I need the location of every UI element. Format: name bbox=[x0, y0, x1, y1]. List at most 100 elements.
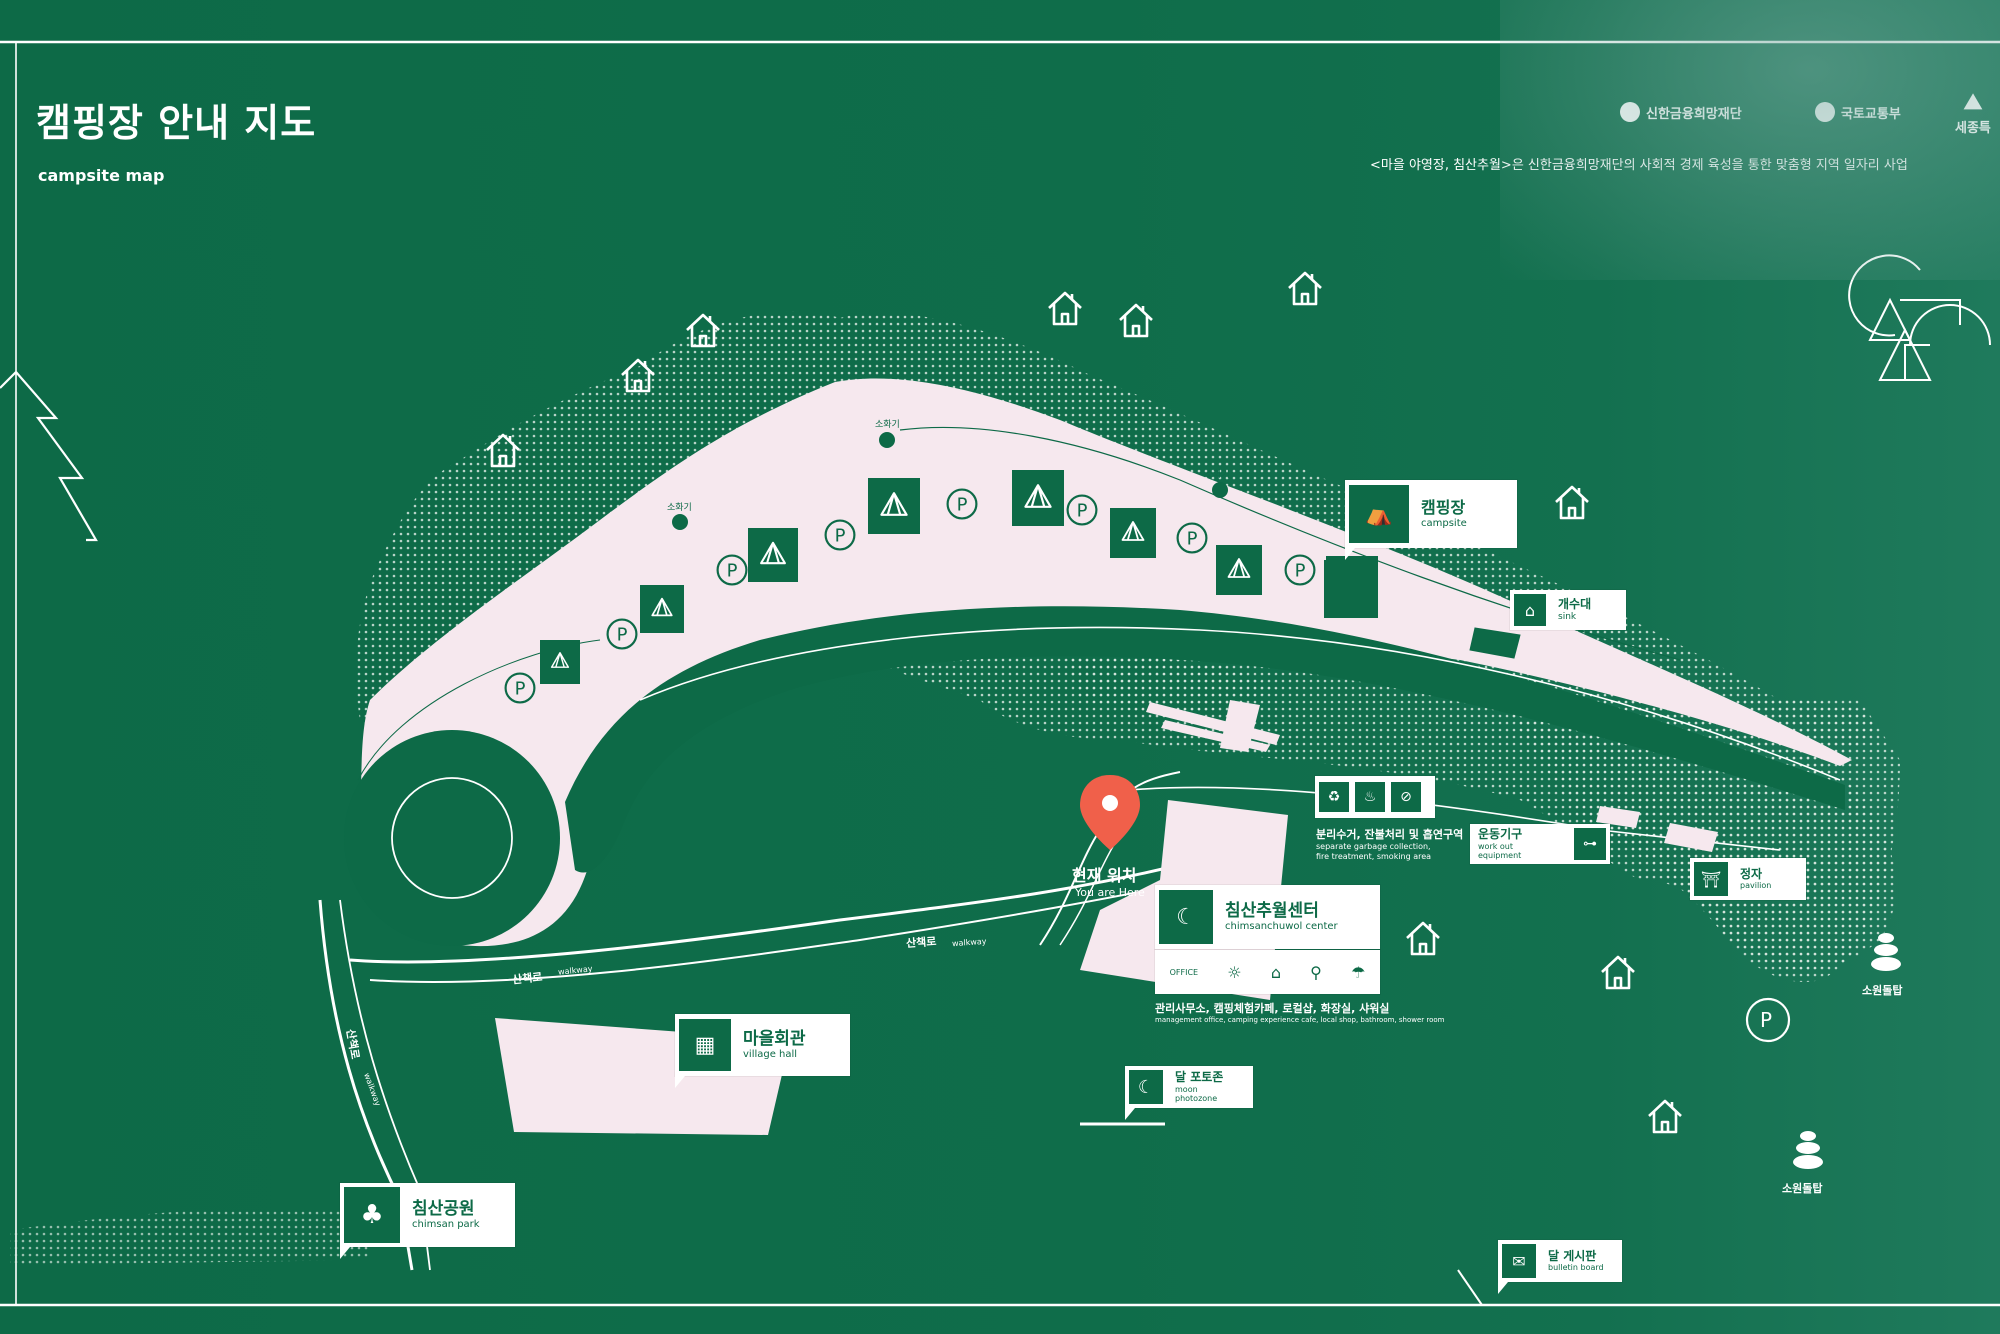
label-tail bbox=[1345, 548, 1355, 560]
center-facilities: OFFICE ☼ ⌂ ⚲ ☂ bbox=[1155, 950, 1380, 994]
restroom-icon: ⚲ bbox=[1310, 962, 1322, 982]
label-en: pavilion bbox=[1740, 881, 1772, 891]
label-en: chimsanchuwol center bbox=[1225, 921, 1338, 933]
label-ko: 침산공원 bbox=[412, 1198, 475, 1219]
tent-site bbox=[868, 478, 920, 534]
camp-road bbox=[359, 378, 1853, 947]
cafe-icon: ☼ bbox=[1227, 962, 1242, 982]
pavilion-pad bbox=[1664, 823, 1718, 852]
house-icon bbox=[1647, 1099, 1683, 1134]
tree-icon: ♣ bbox=[344, 1187, 400, 1243]
label-ko: 개수대 bbox=[1558, 597, 1592, 612]
garbage-caption-en: fire treatment, smoking area bbox=[1316, 852, 1432, 861]
stone-tower-label: 소원돌탑 bbox=[1782, 1182, 1823, 1195]
tent-site bbox=[748, 528, 798, 582]
tent-site bbox=[1110, 508, 1156, 558]
faucet-icon: ⌂ bbox=[1514, 594, 1546, 626]
parking-circle bbox=[1745, 997, 1791, 1043]
house-icon bbox=[1554, 485, 1590, 520]
label-ko: 운동기구 bbox=[1478, 827, 1523, 842]
house-icon bbox=[1287, 271, 1323, 306]
garbage-caption: 분리수거, 잔불처리 및 흡연구역 bbox=[1316, 828, 1464, 841]
speech-bubble-icon: ✉ bbox=[1502, 1244, 1536, 1278]
recycle-icon: ♻ bbox=[1319, 782, 1349, 812]
house-icon bbox=[1047, 291, 1083, 326]
walkway-label: 산책로 bbox=[511, 970, 544, 987]
tent-site bbox=[540, 640, 580, 684]
label-tail bbox=[1498, 1282, 1508, 1294]
page-title: 캠핑장 안내 지도 bbox=[36, 101, 317, 145]
mountain-icon: ⛰ bbox=[1963, 90, 1983, 115]
page-subtitle: campsite map bbox=[38, 166, 165, 185]
label-en: work out equipment bbox=[1478, 841, 1522, 861]
tent-site bbox=[1012, 470, 1064, 526]
label-en: chimsan park bbox=[412, 1219, 480, 1231]
logo-molit: 국토교통부 bbox=[1815, 102, 1901, 122]
label-garbage[interactable]: ♻ ♨ ⊘ bbox=[1315, 776, 1435, 818]
moon-icon: ☾ bbox=[1129, 1070, 1163, 1104]
logo-mark-icon bbox=[1815, 102, 1835, 122]
workout-pad bbox=[1596, 806, 1640, 828]
label-en: village hall bbox=[743, 1049, 798, 1061]
office-icon: OFFICE bbox=[1169, 967, 1199, 977]
label-tail bbox=[675, 1076, 685, 1088]
house-icon bbox=[1118, 303, 1154, 338]
tent-sites bbox=[504, 470, 1378, 704]
label-ko: 정자 bbox=[1740, 867, 1763, 881]
label-en: moon photozone bbox=[1175, 1084, 1218, 1104]
shop-icon: ⌂ bbox=[1270, 962, 1281, 982]
center-caption: 관리사무소, 캠핑체험카페, 로컬샵, 화장실, 샤워실 bbox=[1155, 1002, 1390, 1015]
tent-site bbox=[1216, 545, 1262, 595]
label-en: sink bbox=[1558, 611, 1577, 622]
fire-extinguisher-markers bbox=[672, 432, 1228, 530]
walkway-line bbox=[339, 899, 431, 1271]
decor-line-art bbox=[1848, 254, 1991, 381]
tent-site bbox=[1326, 556, 1378, 608]
path-line bbox=[1457, 1269, 1483, 1306]
logo-mark-icon bbox=[1620, 102, 1640, 122]
tent-site bbox=[640, 585, 684, 633]
garbage-caption-en: separate garbage collection, bbox=[1316, 842, 1431, 851]
you-are-here-label-en: You are Here bbox=[1075, 886, 1145, 899]
moon-house-icon: ☾ bbox=[1159, 890, 1213, 944]
building-icon: ▦ bbox=[679, 1019, 731, 1071]
label-ko: 달 게시판 bbox=[1548, 1249, 1597, 1263]
house-icon bbox=[1405, 921, 1441, 956]
walkway-label: 산책로 bbox=[905, 934, 937, 951]
fire-extinguisher-label: 소화기 bbox=[875, 420, 900, 430]
label-tail bbox=[340, 1247, 350, 1259]
label-ko: 마을회관 bbox=[743, 1028, 806, 1049]
dotted-terrain bbox=[1060, 640, 1280, 720]
description-text: <마을 야영장, 침산추월>은 신한금융희망재단의 사회적 경제 육성을 통한 … bbox=[1370, 158, 1908, 173]
label-en: campsite bbox=[1421, 517, 1467, 529]
stone-tower-label: 소원돌탑 bbox=[1862, 984, 1903, 997]
inner-road bbox=[565, 606, 1845, 873]
road-outline bbox=[639, 626, 1841, 781]
fire-extinguisher-label: 소화기 bbox=[667, 503, 692, 513]
label-ko: 침산추월센터 bbox=[1225, 900, 1319, 921]
steps bbox=[1146, 700, 1280, 752]
stone-tower-icon bbox=[1871, 933, 1901, 971]
house-icon bbox=[1600, 955, 1636, 990]
frame-line bbox=[0, 40, 2000, 1307]
fire-extinguisher-label: 소화기 bbox=[1205, 470, 1230, 480]
tent-icon: ⛺ bbox=[1349, 485, 1409, 543]
sink-block bbox=[1469, 627, 1521, 659]
walkway-line bbox=[369, 879, 1201, 983]
smoking-icon: ⊘ bbox=[1391, 782, 1421, 812]
roundabout bbox=[344, 730, 560, 946]
location-marker-icon bbox=[1080, 775, 1140, 850]
tree-outline bbox=[0, 371, 98, 542]
label-tail bbox=[1125, 1108, 1135, 1120]
